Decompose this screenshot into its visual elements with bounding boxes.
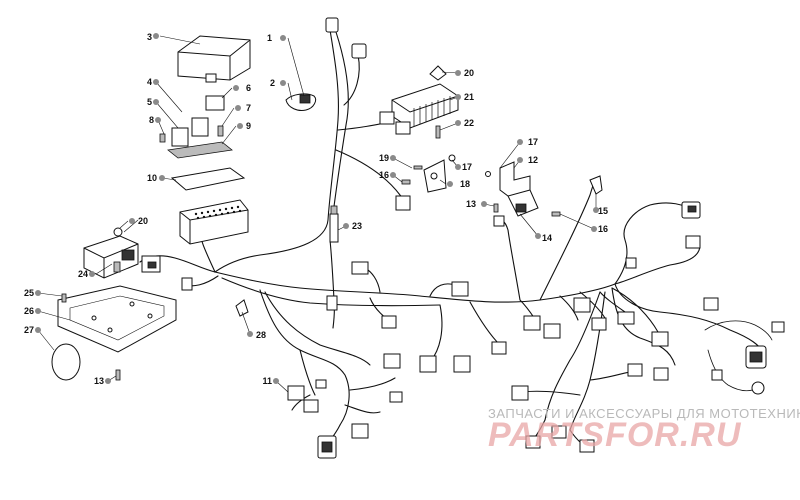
watermark-tagline: ЗАПЧАСТИ И АКСЕССУАРЫ ДЛЯ МОТОТЕХНИКИ: [488, 406, 800, 421]
relays: [159, 95, 225, 147]
callout-label: 27: [24, 325, 34, 335]
mounting-plate: [57, 285, 177, 353]
voltage-regulator: [379, 83, 459, 135]
callout-9: 9: [237, 121, 251, 131]
connectors-middle: [181, 261, 607, 373]
callout-3: 3: [147, 32, 159, 42]
callout-label: 20: [138, 216, 148, 226]
callout-23: 23: [343, 221, 362, 231]
main-harness: [139, 29, 773, 447]
callout-28: 28: [247, 330, 266, 340]
callout-13-left: 13: [94, 376, 111, 386]
callout-label: 13: [466, 199, 476, 209]
cable-tie: [51, 343, 81, 381]
callout-label: 15: [598, 206, 608, 216]
callout-label: 14: [542, 233, 552, 243]
callout-label: 21: [464, 92, 474, 102]
callout-5: 5: [147, 97, 159, 107]
callout-label: 13: [94, 376, 104, 386]
connectors-right: [617, 201, 785, 395]
callout-label: 8: [149, 115, 154, 125]
callout-13-right: 13: [466, 199, 487, 209]
callout-label: 11: [262, 376, 272, 386]
harness-clip: [235, 299, 249, 317]
callout-label: 18: [460, 179, 470, 189]
harness-top-connector: [285, 17, 367, 111]
callout-label: 19: [379, 153, 389, 163]
terminal-cap: [429, 65, 447, 139]
callout-label: 17: [462, 162, 472, 172]
module-bracket: [485, 161, 603, 227]
callout-6: 6: [233, 83, 251, 93]
callout-label: 4: [147, 77, 152, 87]
callout-11: 11: [262, 376, 279, 386]
callout-label: 6: [246, 83, 251, 93]
callout-label: 16: [598, 224, 608, 234]
fasteners-left: [61, 227, 123, 381]
callout-16-left: 16: [379, 170, 396, 180]
fuse-box-cover: [177, 35, 251, 83]
callout-label: 1: [267, 33, 272, 43]
callout-4: 4: [147, 77, 159, 87]
connectors-lower-right: [511, 363, 643, 453]
callout-label: 7: [246, 103, 251, 113]
callout-16-right: 16: [591, 224, 608, 234]
watermark-logo: PARTSFOR.RU: [488, 416, 742, 454]
callout-26: 26: [24, 306, 41, 316]
callout-8: 8: [149, 115, 161, 125]
callout-label: 23: [352, 221, 362, 231]
callout-label: 5: [147, 97, 152, 107]
connectors-lower-left: [287, 353, 403, 459]
callout-label: 12: [528, 155, 538, 165]
callout-label: 26: [24, 306, 34, 316]
callout-2: 2: [270, 78, 286, 88]
callout-label: 20: [464, 68, 474, 78]
fuse-panel-plate: [167, 141, 233, 159]
callout-label: 10: [147, 173, 157, 183]
callout-25: 25: [24, 288, 41, 298]
callout-17-mid: 17: [455, 162, 472, 172]
temperature-sensor: [326, 205, 339, 311]
callout-12: 12: [517, 155, 538, 165]
callout-19: 19: [379, 153, 396, 163]
bracket-assembly: [395, 154, 456, 211]
callout-label: 28: [256, 330, 266, 340]
callout-label: 24: [78, 269, 88, 279]
callout-label: 3: [147, 32, 152, 42]
control-module: [83, 235, 161, 279]
fuse-box-gasket: [170, 167, 246, 191]
callout-20-top: 20: [455, 68, 474, 78]
callout-label: 2: [270, 78, 275, 88]
callout-27: 27: [24, 325, 41, 335]
callout-22: 22: [455, 118, 474, 128]
callout-17-top: 17: [517, 137, 538, 147]
watermark: ЗАПЧАСТИ И АКСЕССУАРЫ ДЛЯ МОТОТЕХНИКИ PA…: [488, 406, 800, 454]
callout-7: 7: [235, 103, 251, 113]
callout-1: 1: [267, 33, 286, 43]
callout-18: 18: [447, 179, 470, 189]
callout-label: 25: [24, 288, 34, 298]
callout-label: 16: [379, 170, 389, 180]
callout-14: 14: [535, 233, 552, 243]
callout-21: 21: [455, 92, 474, 102]
callout-label: 17: [528, 137, 538, 147]
callout-label: 22: [464, 118, 474, 128]
fuse-box-base: [179, 199, 249, 245]
callout-15: 15: [593, 206, 608, 216]
callout-label: 9: [246, 121, 251, 131]
callout-24: 24: [78, 269, 95, 279]
callout-10: 10: [147, 173, 165, 183]
callout-20-left: 20: [129, 216, 148, 226]
